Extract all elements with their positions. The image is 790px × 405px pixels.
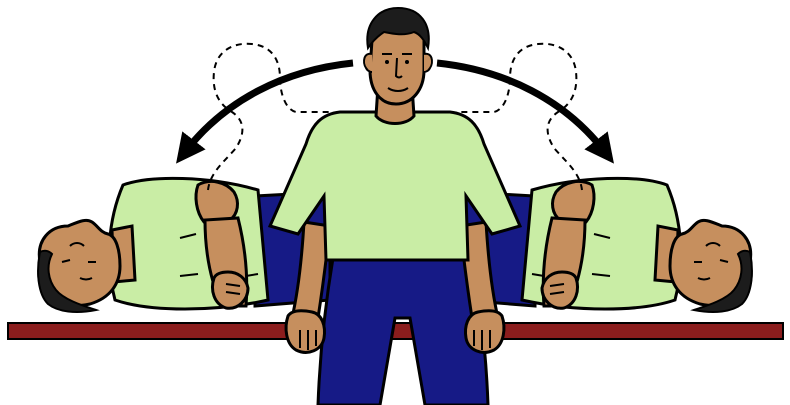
right-figure-upper-arm <box>553 181 594 222</box>
seated-figure-right-ear <box>424 54 432 72</box>
right-figure-hand <box>542 272 578 308</box>
seated-figure-right-eye <box>405 60 409 64</box>
seated-figure-left-ear <box>364 54 372 72</box>
seated-figure-left-eye <box>385 60 389 64</box>
seated-figure <box>270 8 520 405</box>
examination-table <box>8 323 783 339</box>
left-figure-hand <box>213 272 249 308</box>
seated-figure-right-hand <box>466 311 504 353</box>
seated-figure-left-hand <box>286 311 324 353</box>
left-figure-upper-arm <box>196 181 237 222</box>
